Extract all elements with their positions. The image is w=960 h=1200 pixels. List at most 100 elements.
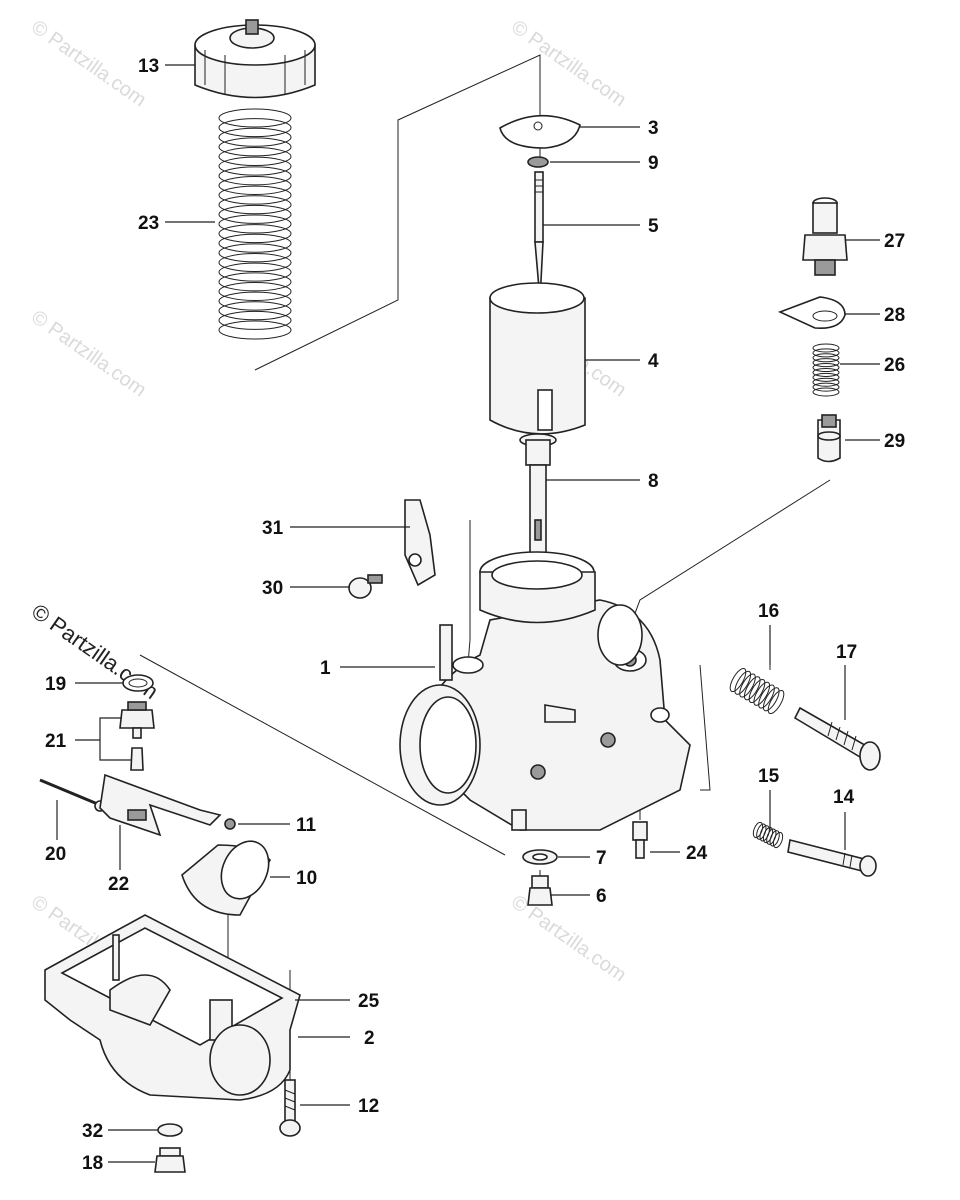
spring-coil	[218, 224, 292, 244]
callout-11: 11	[296, 815, 317, 836]
part-1-carburetor-body	[399, 551, 691, 831]
callout-7: 7	[596, 848, 607, 869]
spring-coil	[772, 831, 784, 849]
spring-coil	[218, 166, 292, 186]
callout-19: 19	[45, 674, 66, 695]
callout-6: 6	[596, 886, 607, 907]
part-8-needle-jet	[519, 433, 557, 556]
spring-coil	[218, 185, 292, 205]
spring-coil	[734, 670, 752, 695]
part-26-spring	[812, 343, 840, 397]
spring-coil	[218, 108, 292, 128]
part-16-spring	[729, 667, 785, 715]
callout-20: 20	[45, 844, 66, 865]
part-3-plate	[499, 114, 581, 149]
callout-25: 25	[358, 991, 380, 1012]
callout-labels: 13 23 3 9 5 4 8 31 30 1 27 28 26 29 16 1…	[45, 56, 905, 1174]
part-29-plunger	[817, 414, 841, 463]
callout-4: 4	[648, 351, 659, 372]
spring-coil	[218, 137, 292, 157]
watermark-3: © Partzilla.com	[27, 306, 150, 401]
part-24-jet	[632, 821, 648, 859]
callout-2: 2	[364, 1028, 375, 1049]
spring-coil	[218, 262, 292, 282]
part-7-washer	[522, 849, 558, 865]
spring-coil	[218, 281, 292, 301]
spring-coil	[218, 118, 292, 138]
part-27-fitting	[802, 197, 848, 276]
spring-coil	[218, 243, 292, 263]
spring-coil	[218, 175, 292, 195]
part-12-screw	[279, 1079, 301, 1137]
part-5-needle	[534, 171, 544, 301]
callout-30: 30	[262, 578, 283, 599]
part-10-float	[181, 840, 271, 916]
spring-coil	[812, 363, 840, 373]
spring-coil	[752, 821, 764, 839]
part-21-needle-valve	[119, 701, 155, 771]
part-22-float-arm	[99, 773, 222, 837]
callout-27: 27	[884, 231, 905, 252]
spring-coil	[218, 301, 292, 321]
spring-coil	[812, 387, 840, 397]
part-15-spring	[752, 821, 784, 849]
watermark-1: © Partzilla.com	[27, 16, 150, 111]
spring-coil	[218, 214, 292, 234]
callout-16: 16	[758, 601, 779, 622]
spring-coil	[759, 825, 770, 842]
leader-lines	[56, 64, 880, 1163]
watermark-2: © Partzilla.com	[507, 16, 630, 111]
callout-17: 17	[836, 642, 857, 663]
part-31-bracket	[404, 499, 436, 587]
spring-coil	[218, 156, 292, 176]
callout-3: 3	[648, 118, 659, 139]
callout-24: 24	[686, 843, 708, 864]
spring-coil	[767, 689, 785, 715]
callout-10: 10	[296, 868, 317, 889]
spring-coil	[812, 343, 840, 353]
callout-12: 12	[358, 1096, 379, 1117]
spring-coil	[766, 828, 777, 845]
spring-coil	[218, 310, 292, 330]
callout-32: 32	[82, 1121, 103, 1142]
part-17-screw	[793, 706, 881, 771]
callout-13: 13	[138, 56, 159, 77]
spring-coil	[812, 367, 840, 377]
callout-15: 15	[758, 766, 780, 787]
spring-coil	[218, 127, 292, 147]
callout-29: 29	[884, 431, 905, 452]
part-9-clip	[527, 156, 549, 168]
callout-26: 26	[884, 355, 905, 376]
spring-coil	[762, 826, 774, 844]
callout-9: 9	[648, 153, 659, 174]
spring-coil	[218, 291, 292, 311]
part-11-pin	[224, 818, 236, 830]
spring-coil	[218, 272, 292, 292]
callout-23: 23	[138, 213, 159, 234]
callout-14: 14	[833, 787, 855, 808]
spring-coil	[748, 678, 766, 704]
part-18-plug	[154, 1147, 186, 1173]
part-6-main-jet	[527, 875, 553, 906]
spring-coil	[743, 676, 761, 701]
spring-coil	[812, 348, 840, 358]
part-4-throttle-slide	[489, 282, 586, 435]
part-28-washer	[777, 296, 846, 330]
spring-coil	[753, 681, 771, 706]
spring-coil	[218, 147, 292, 167]
spring-coil	[218, 253, 292, 273]
callout-8: 8	[648, 471, 659, 492]
spring-coil	[218, 320, 292, 340]
spring-coil	[218, 233, 292, 253]
spring-coil	[812, 358, 840, 368]
callout-5: 5	[648, 216, 659, 237]
spring-coil	[812, 377, 840, 387]
part-20-pin	[39, 778, 106, 812]
spring-coil	[729, 667, 747, 693]
part-13-cap	[194, 19, 316, 99]
spring-coil	[812, 353, 840, 363]
callout-31: 31	[262, 518, 284, 539]
callout-1: 1	[320, 658, 331, 679]
spring-coil	[218, 204, 292, 224]
